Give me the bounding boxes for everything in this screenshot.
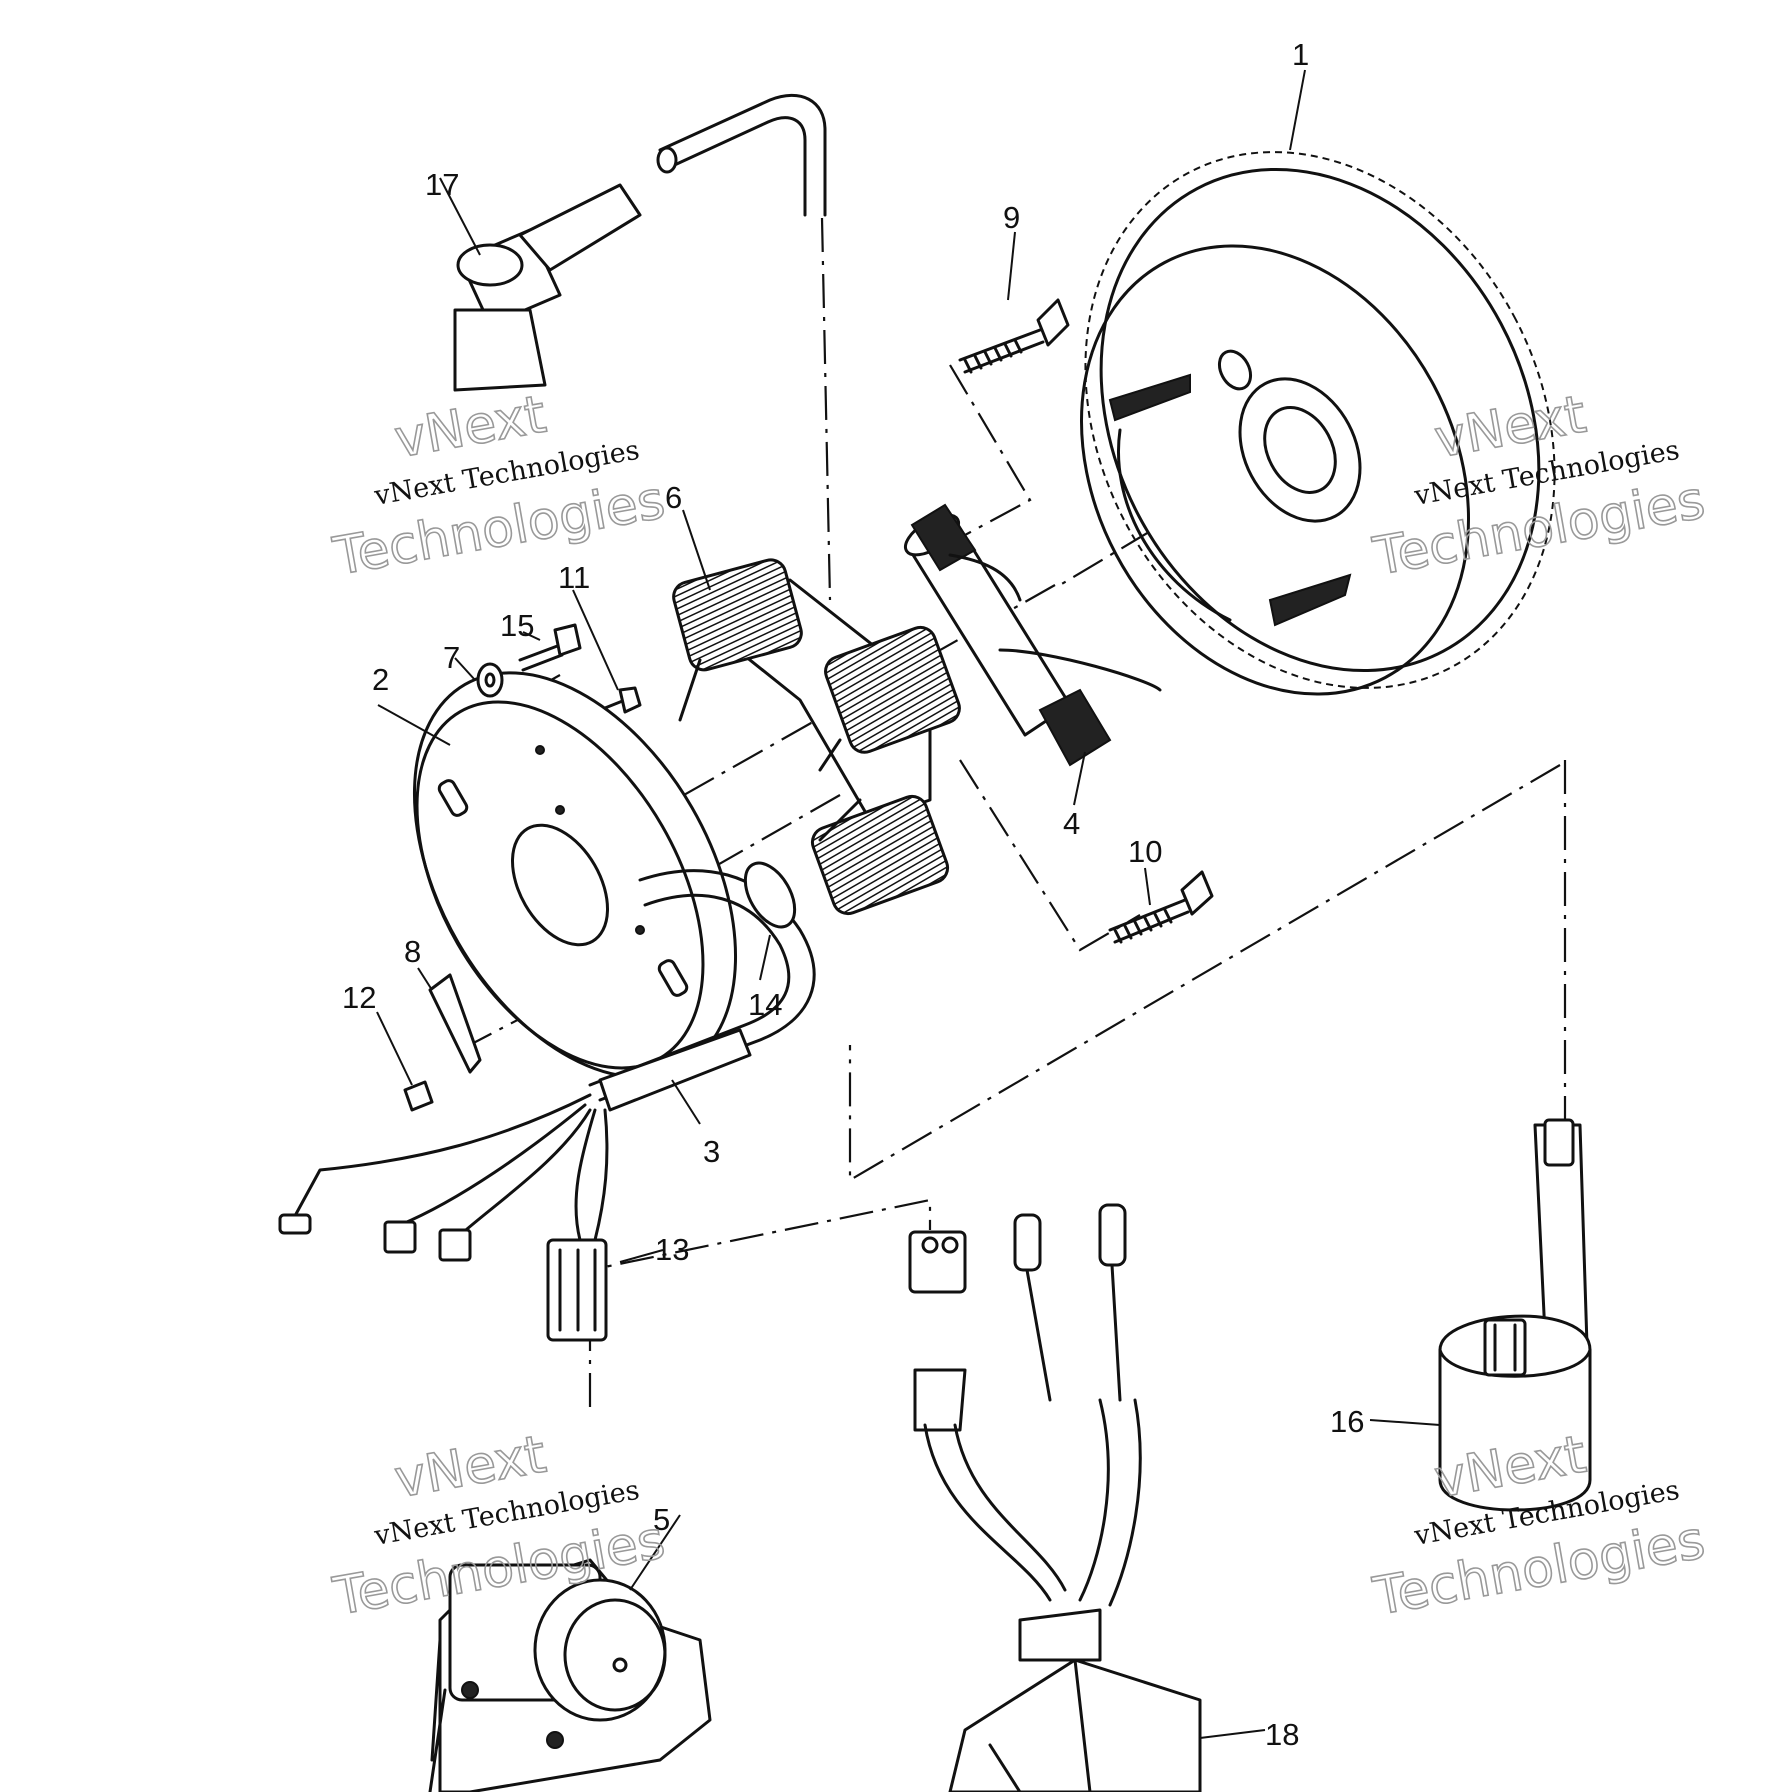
base-plate (412, 671, 738, 1079)
washer-7 (476, 662, 504, 698)
callout-7: 7 (443, 640, 460, 675)
stator (672, 558, 961, 916)
callout-17: 17 (425, 167, 459, 202)
watermark-top-left: vNext vNext Technologies Technologies (328, 384, 670, 589)
cdi-unit (908, 1203, 1202, 1792)
callout-18: 18 (1265, 1717, 1299, 1752)
screw-9 (958, 298, 1070, 374)
callout-13: 13 (655, 1232, 689, 1267)
leader-lines (376, 69, 1441, 1739)
wire-harness (278, 861, 816, 1342)
starter-relay (428, 1558, 712, 1792)
callout-10: 10 (1128, 834, 1162, 869)
callout-8: 8 (404, 934, 421, 969)
clamp-8 (428, 973, 482, 1074)
callout-15: 15 (500, 608, 534, 643)
pulser-coil (903, 503, 1162, 767)
callout-5: 5 (653, 1502, 670, 1537)
callout-2: 2 (372, 662, 389, 697)
screw-11 (603, 686, 642, 714)
watermark-bottom-right: vNext vNext Technologies Technologies (1368, 1424, 1710, 1629)
spark-plug-cap (453, 94, 827, 392)
callout-4: 4 (1063, 806, 1080, 841)
screw-15 (518, 623, 582, 672)
callout-11: 11 (558, 560, 590, 595)
ignition-coil (1438, 1118, 1592, 1512)
callout-labels: 1 2 3 4 5 6 7 8 9 10 11 12 13 14 15 16 1… (342, 37, 1364, 1752)
callout-9: 9 (1003, 200, 1020, 235)
callout-16: 16 (1330, 1404, 1364, 1439)
callout-6: 6 (665, 480, 682, 515)
callout-3: 3 (703, 1134, 720, 1169)
callout-14: 14 (748, 987, 782, 1022)
screw-10 (1108, 870, 1214, 944)
callout-12: 12 (342, 980, 376, 1015)
screw-12 (403, 1080, 434, 1112)
flywheel (1080, 151, 1556, 696)
callout-1: 1 (1292, 37, 1309, 72)
